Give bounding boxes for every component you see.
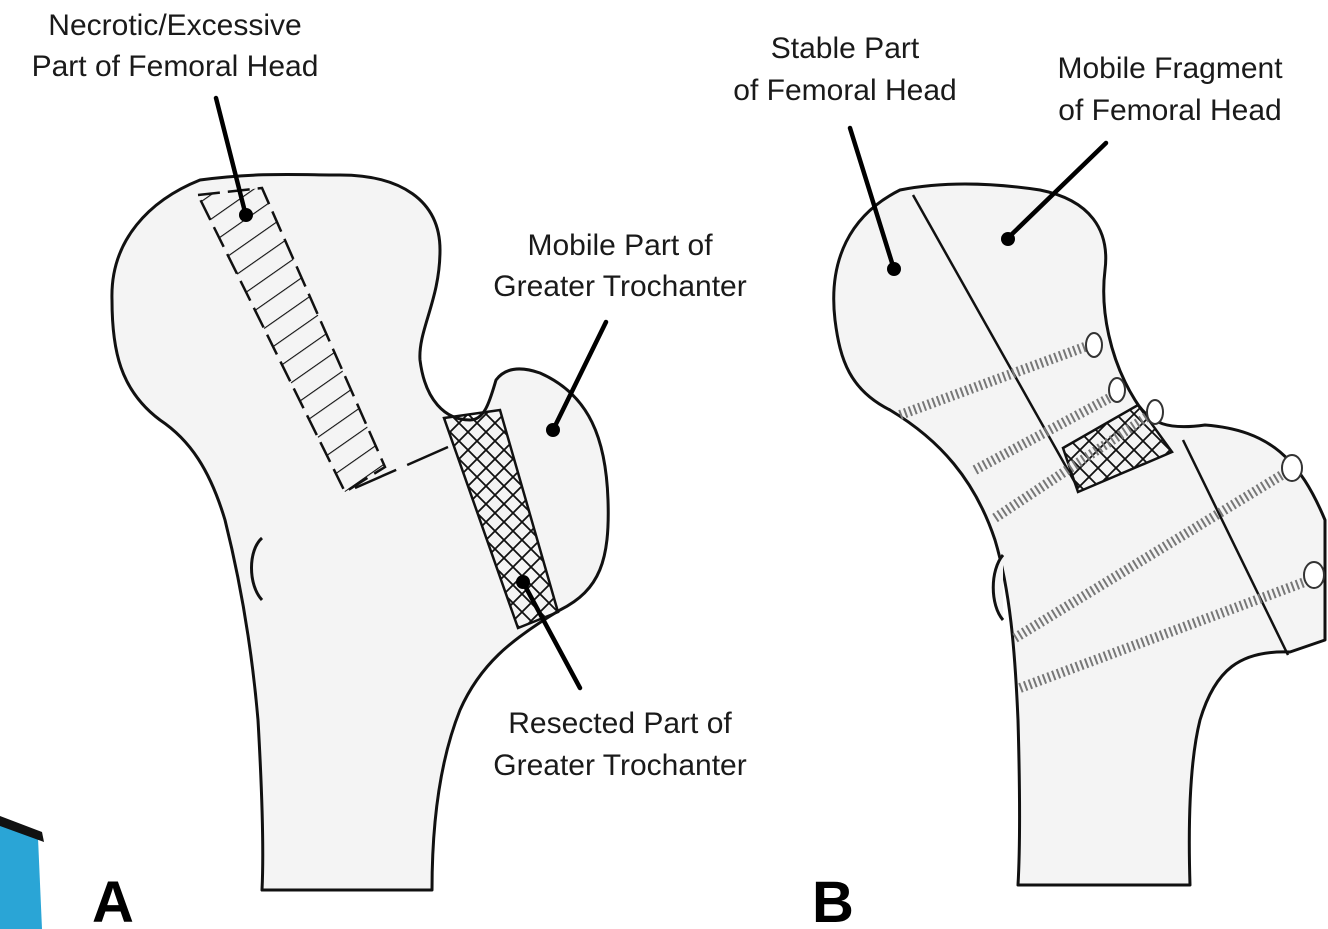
label-stable-1: Stable Part [771,32,920,65]
dot-mobile-troch [546,423,560,437]
panel-letter-a: A [92,870,134,929]
dot-resected [516,575,530,589]
label-mobile-frag-2: of Femoral Head [1058,94,1281,127]
screw-head-1 [1086,333,1102,357]
label-mobile-troch-2: Greater Trochanter [493,270,746,303]
label-resected-2: Greater Trochanter [493,749,746,782]
femur-b-outline [834,184,1325,885]
dot-necrotic [239,208,253,222]
label-stable-2: of Femoral Head [733,74,956,107]
dot-mobile-frag [1001,232,1015,246]
panel-a: Necrotic/Excessive Part of Femoral Head … [32,9,747,929]
dot-stable [887,262,901,276]
screw-head-2 [1109,378,1125,402]
label-necrotic-2: Part of Femoral Head [32,50,319,83]
label-necrotic-1: Necrotic/Excessive [48,9,301,42]
screw-head-3 [1147,400,1163,424]
screw-head-5 [1304,562,1324,588]
label-mobile-frag-1: Mobile Fragment [1057,52,1283,85]
panel-b: Stable Part of Femoral Head Mobile Fragm… [733,32,1325,929]
label-mobile-troch-1: Mobile Part of [527,229,713,262]
label-resected-1: Resected Part of [508,707,732,740]
lesser-trochanter-b [993,555,1003,620]
screw-head-4 [1282,455,1302,481]
panel-letter-b: B [812,870,854,929]
corner-accent [0,816,44,929]
